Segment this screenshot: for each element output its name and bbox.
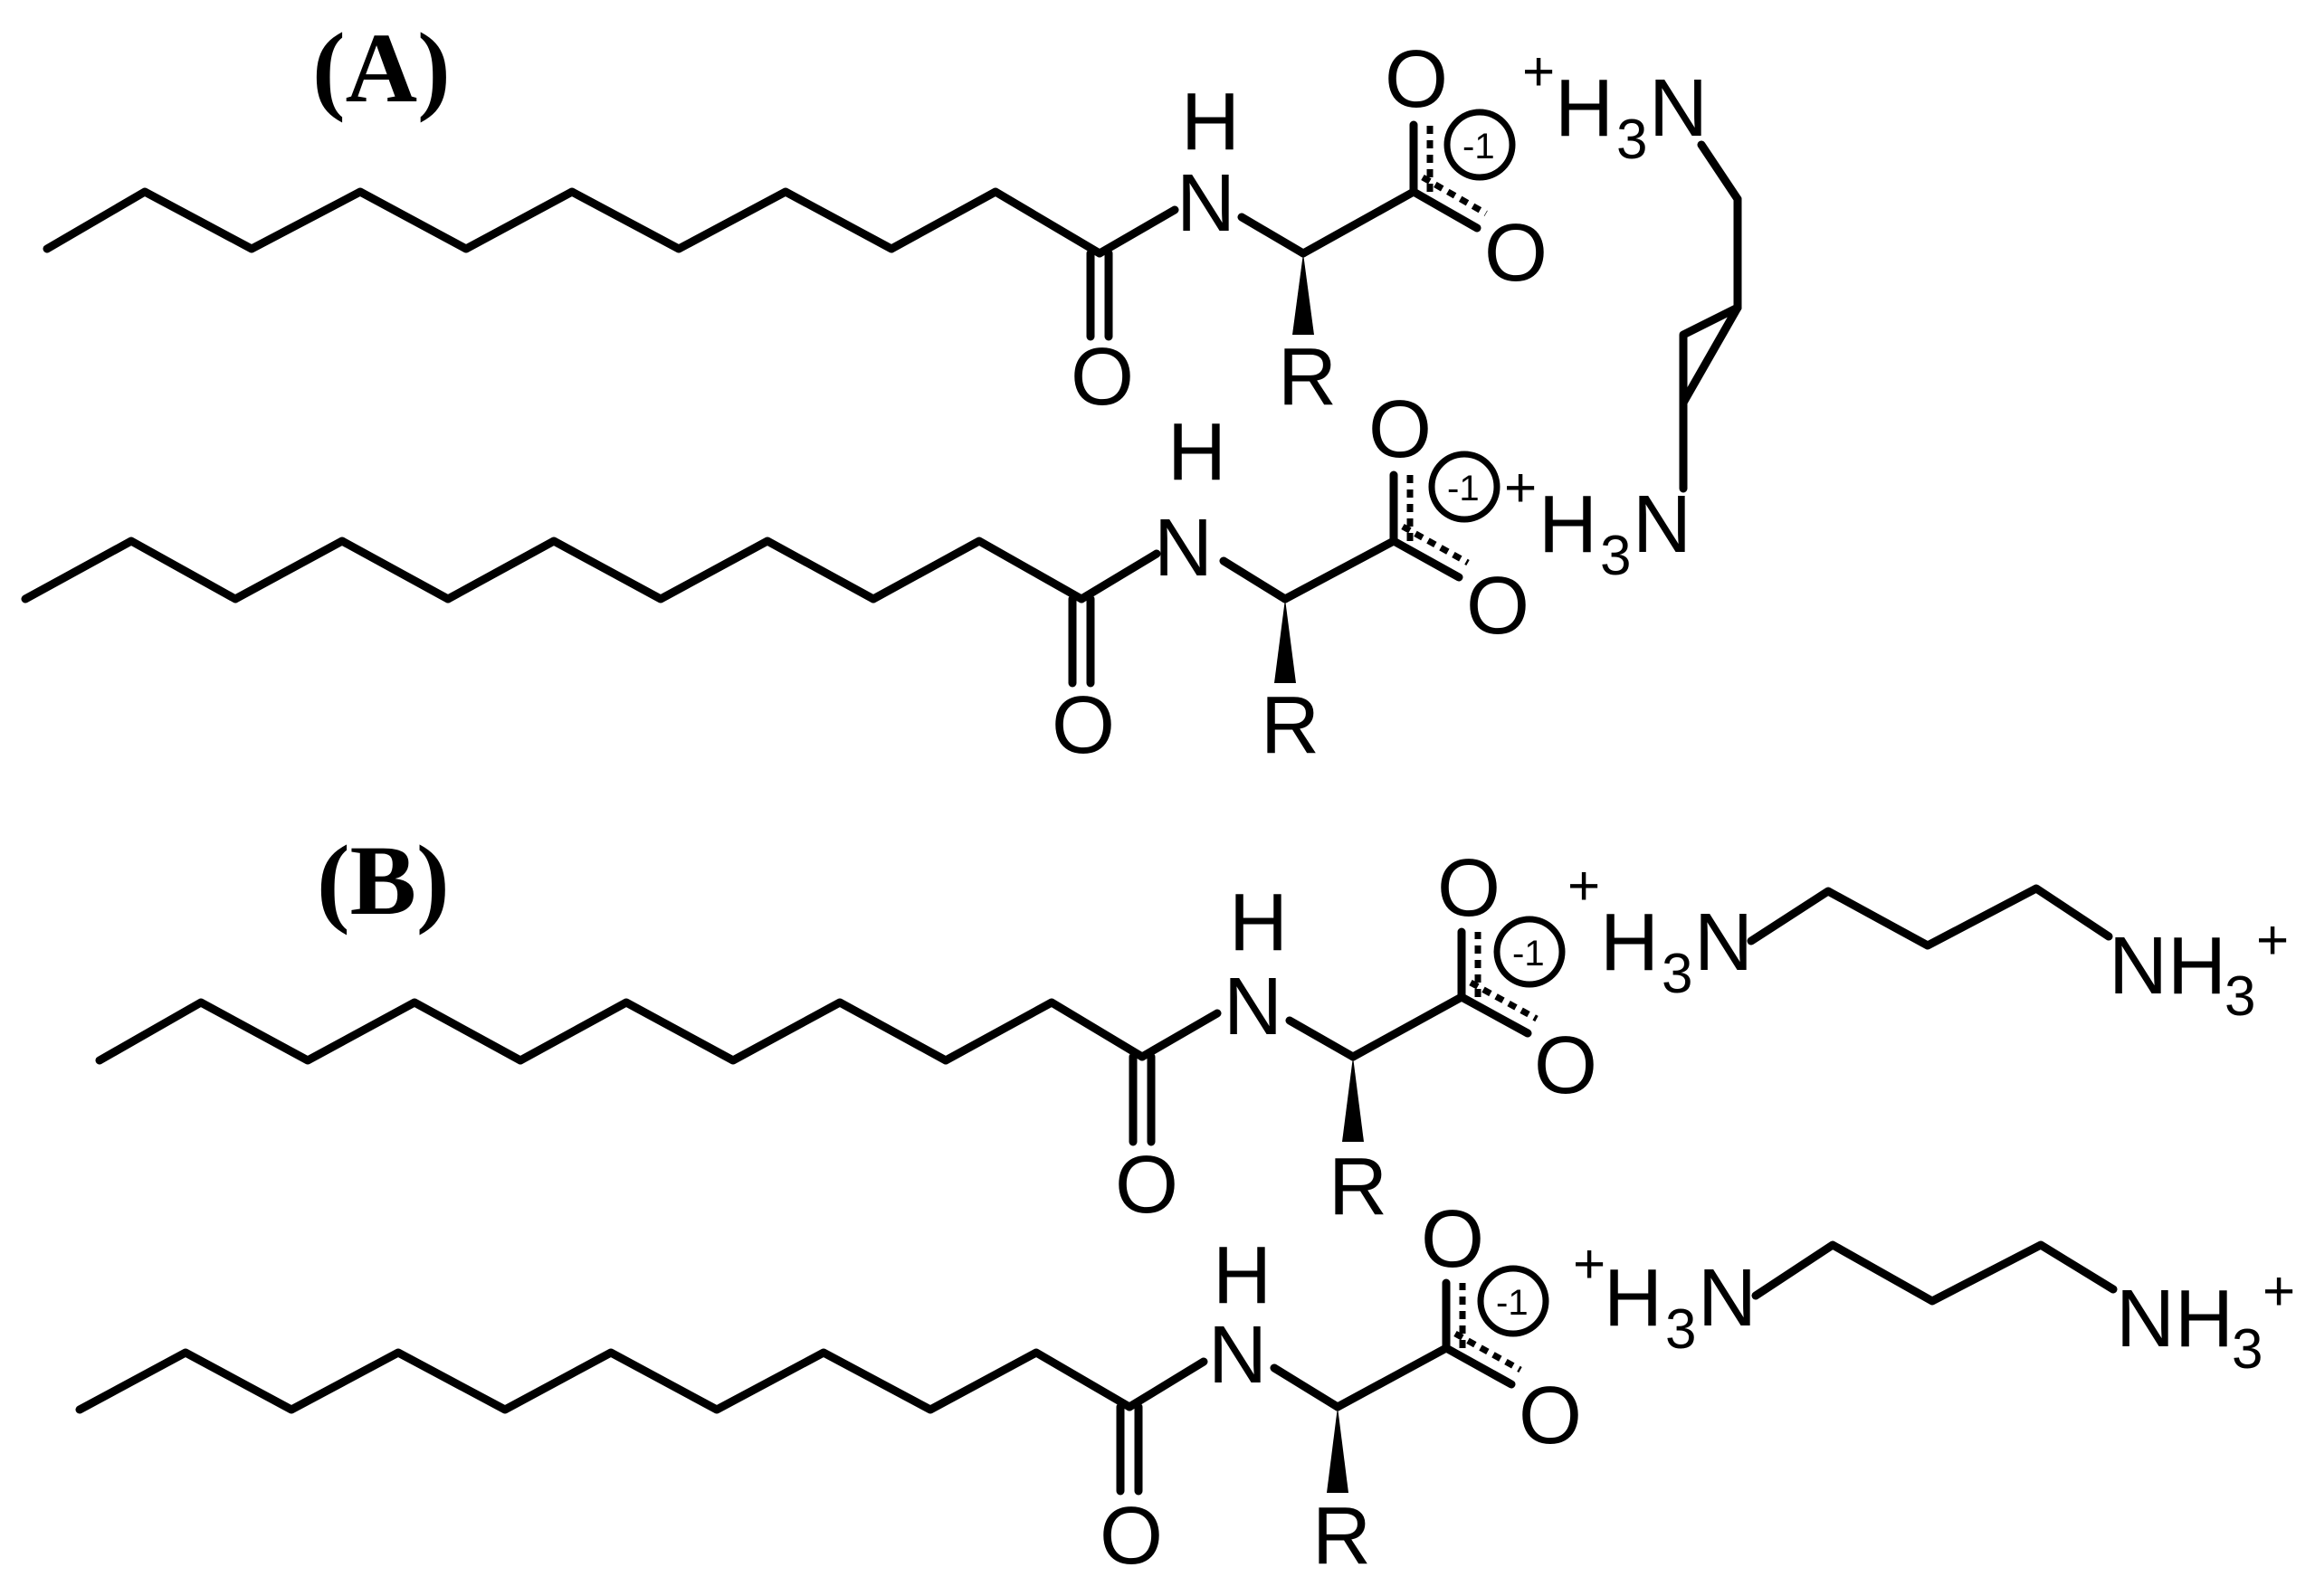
plus-sign: +: [1573, 1233, 1605, 1296]
ammonium-nh: NH: [2116, 1274, 2234, 1364]
co-bond: [1457, 993, 1532, 1038]
ammonium-n: N: [1649, 63, 1708, 154]
negative-charge-icon: [1443, 109, 1516, 181]
n-calpha-bond: [1270, 1363, 1342, 1411]
oxygen-atom: O: [1484, 208, 1548, 299]
plus-sign: +: [1522, 41, 1555, 103]
ammonium-h: H: [1604, 1253, 1662, 1344]
co-partial-bond: [1469, 979, 1539, 1022]
co-partial-bond: [1421, 174, 1488, 217]
acyl-amino-acid-a1: O N H R O O -1: [43, 34, 1548, 423]
negative-charge-icon: [1493, 916, 1566, 988]
ammonium-subscript: 3: [2232, 1318, 2263, 1381]
plus-sign: +: [2263, 1260, 2295, 1323]
charge-label: -1: [1447, 469, 1480, 508]
plus-sign: +: [2256, 909, 2289, 972]
hydrogen-atom: H: [1167, 407, 1226, 498]
ammonium-h: H: [1539, 480, 1597, 570]
calpha-c-bond: [1348, 993, 1466, 1061]
hashed-wedge: [1327, 1407, 1348, 1493]
propyl-linker: [1679, 140, 1742, 493]
oxygen-atom: O: [1437, 843, 1500, 934]
ammonium-nh: NH: [2109, 921, 2226, 1012]
ammonium-h: H: [1600, 898, 1659, 988]
alkyl-chain: [21, 537, 1086, 603]
charge-label: -1: [1462, 127, 1495, 166]
nitrogen-atom: N: [1177, 158, 1235, 249]
hydrogen-atom: H: [1229, 878, 1288, 968]
ammonium-h: H: [1555, 63, 1614, 154]
nitrogen-atom: N: [1154, 503, 1213, 594]
propyl-linker: [1751, 1240, 2118, 1306]
diammonium-bridge: + H 3 N + H 3 N: [1504, 41, 1742, 587]
oxygen-atom: O: [1071, 332, 1134, 423]
calpha-c-bond: [1299, 187, 1418, 258]
co-partial-bond: [1453, 1330, 1522, 1373]
oxygen-atom: O: [1466, 561, 1529, 651]
co-bond: [1409, 187, 1481, 233]
oxygen-atom: O: [1368, 385, 1432, 475]
propyl-linker: [1747, 884, 2113, 950]
co-partial-bond: [1401, 523, 1470, 566]
oxygen-atom: O: [1385, 34, 1448, 125]
charge-label: -1: [1496, 1283, 1529, 1323]
oxygen-atom: O: [1519, 1371, 1582, 1461]
negative-charge-icon: [1428, 451, 1500, 523]
ammonium-subscript: 3: [1616, 109, 1647, 171]
amide-bond: [1138, 1009, 1222, 1061]
r-group: R: [1261, 680, 1319, 771]
hashed-wedge: [1342, 1057, 1364, 1142]
acyl-amino-acid-a2: O N H R O O -1: [21, 385, 1529, 771]
propyl-linker: [1679, 303, 1742, 407]
panel-label-b: (B): [317, 825, 450, 936]
amide-bond: [1125, 1357, 1208, 1411]
acyl-amino-acid-b2: O N H R O O -1 + H 3 N NH 3 +: [75, 1194, 2295, 1582]
r-group: R: [1329, 1142, 1387, 1232]
hydrogen-atom: H: [1213, 1230, 1272, 1321]
nitrogen-atom: N: [1224, 962, 1282, 1052]
oxygen-atom: O: [1052, 680, 1115, 771]
alkyl-chain: [95, 998, 1147, 1065]
ammonium-subscript: 3: [1600, 525, 1631, 587]
ammonium-n: N: [1694, 898, 1753, 988]
n-calpha-bond: [1237, 213, 1308, 258]
amide-bond: [1077, 549, 1161, 603]
calpha-c-bond: [1333, 1344, 1451, 1411]
ammonium-n: N: [1633, 480, 1691, 570]
n-calpha-bond: [1219, 556, 1290, 603]
ammonium-n: N: [1698, 1253, 1757, 1344]
co-bond: [1442, 1344, 1516, 1389]
ammonium-subscript: 3: [2224, 965, 2255, 1028]
nitrogen-atom: N: [1208, 1310, 1267, 1401]
charge-label: -1: [1512, 934, 1545, 974]
hashed-wedge: [1292, 253, 1314, 335]
calpha-c-bond: [1281, 537, 1398, 603]
co-bond: [1389, 537, 1463, 582]
hydrogen-atom: H: [1181, 77, 1240, 167]
plus-sign: +: [1567, 855, 1600, 917]
alkyl-chain: [75, 1348, 1134, 1414]
hashed-wedge: [1274, 599, 1296, 683]
oxygen-atom: O: [1534, 1021, 1597, 1111]
alkyl-chain: [43, 187, 1104, 258]
oxygen-atom: O: [1115, 1140, 1178, 1230]
ammonium-subscript: 3: [1665, 1298, 1696, 1361]
r-group: R: [1312, 1491, 1371, 1582]
oxygen-atom: O: [1100, 1491, 1163, 1582]
r-group: R: [1278, 332, 1337, 423]
acyl-amino-acid-b1: O N H R O O -1 + H 3 N NH 3 +: [95, 843, 2289, 1232]
negative-charge-icon: [1477, 1265, 1549, 1337]
n-calpha-bond: [1285, 1016, 1358, 1061]
panel-label-a: (A): [312, 13, 451, 123]
plus-sign: +: [1504, 457, 1537, 519]
ammonium-subscript: 3: [1662, 943, 1692, 1005]
amide-bond: [1095, 205, 1179, 258]
oxygen-atom: O: [1421, 1194, 1484, 1285]
